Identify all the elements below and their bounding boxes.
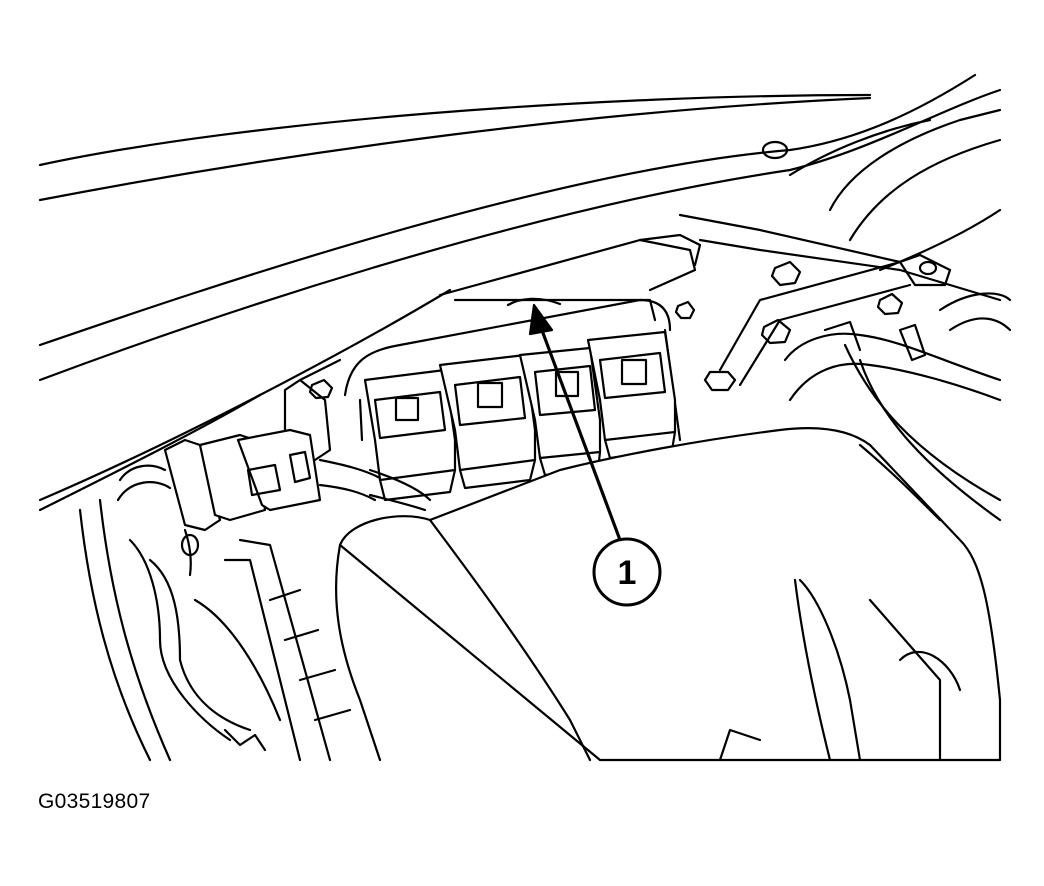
air-cleaner-housing (335, 427, 1002, 762)
fender-structure (678, 108, 1012, 387)
callout-arrowhead (528, 303, 554, 336)
bolts (308, 260, 904, 400)
callout-number: 1 (618, 554, 637, 592)
wiring-harness (783, 320, 1002, 522)
hood-panel (38, 73, 1002, 512)
callout-circle (592, 537, 662, 607)
callout-tick (506, 297, 562, 307)
relay-2 (438, 353, 537, 490)
figure-id: G03519807 (38, 790, 151, 813)
relay-1 (363, 368, 457, 502)
callout-1: 1 (506, 297, 662, 607)
wiring-connector (116, 428, 432, 577)
inner-fender (78, 498, 352, 762)
callout-leader (538, 323, 622, 542)
